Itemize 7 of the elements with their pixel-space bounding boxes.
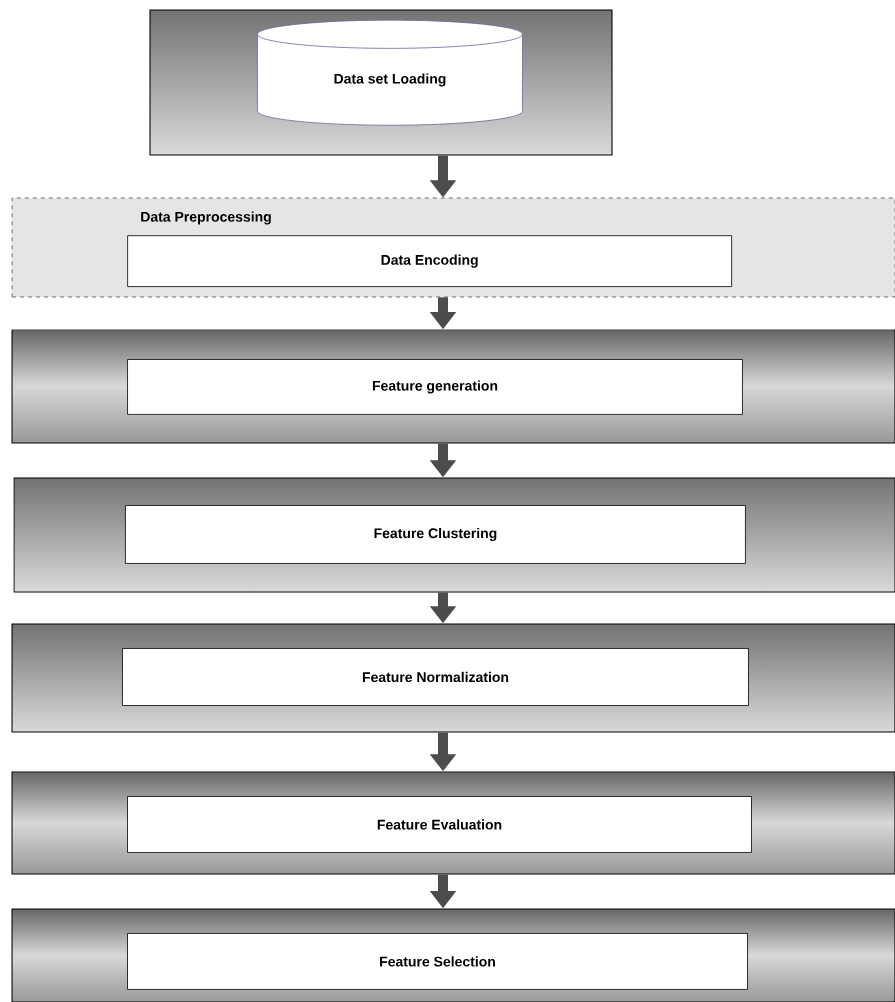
process-box: Feature Selection	[127, 933, 748, 990]
process-box: Data Encoding	[127, 235, 733, 287]
database-cylinder: Data set Loading	[257, 19, 523, 126]
process-box: Feature Clustering	[125, 505, 746, 564]
process-box: Feature generation	[127, 359, 743, 415]
process-box: Feature Evaluation	[127, 796, 752, 853]
process-box: Feature Normalization	[122, 648, 749, 706]
